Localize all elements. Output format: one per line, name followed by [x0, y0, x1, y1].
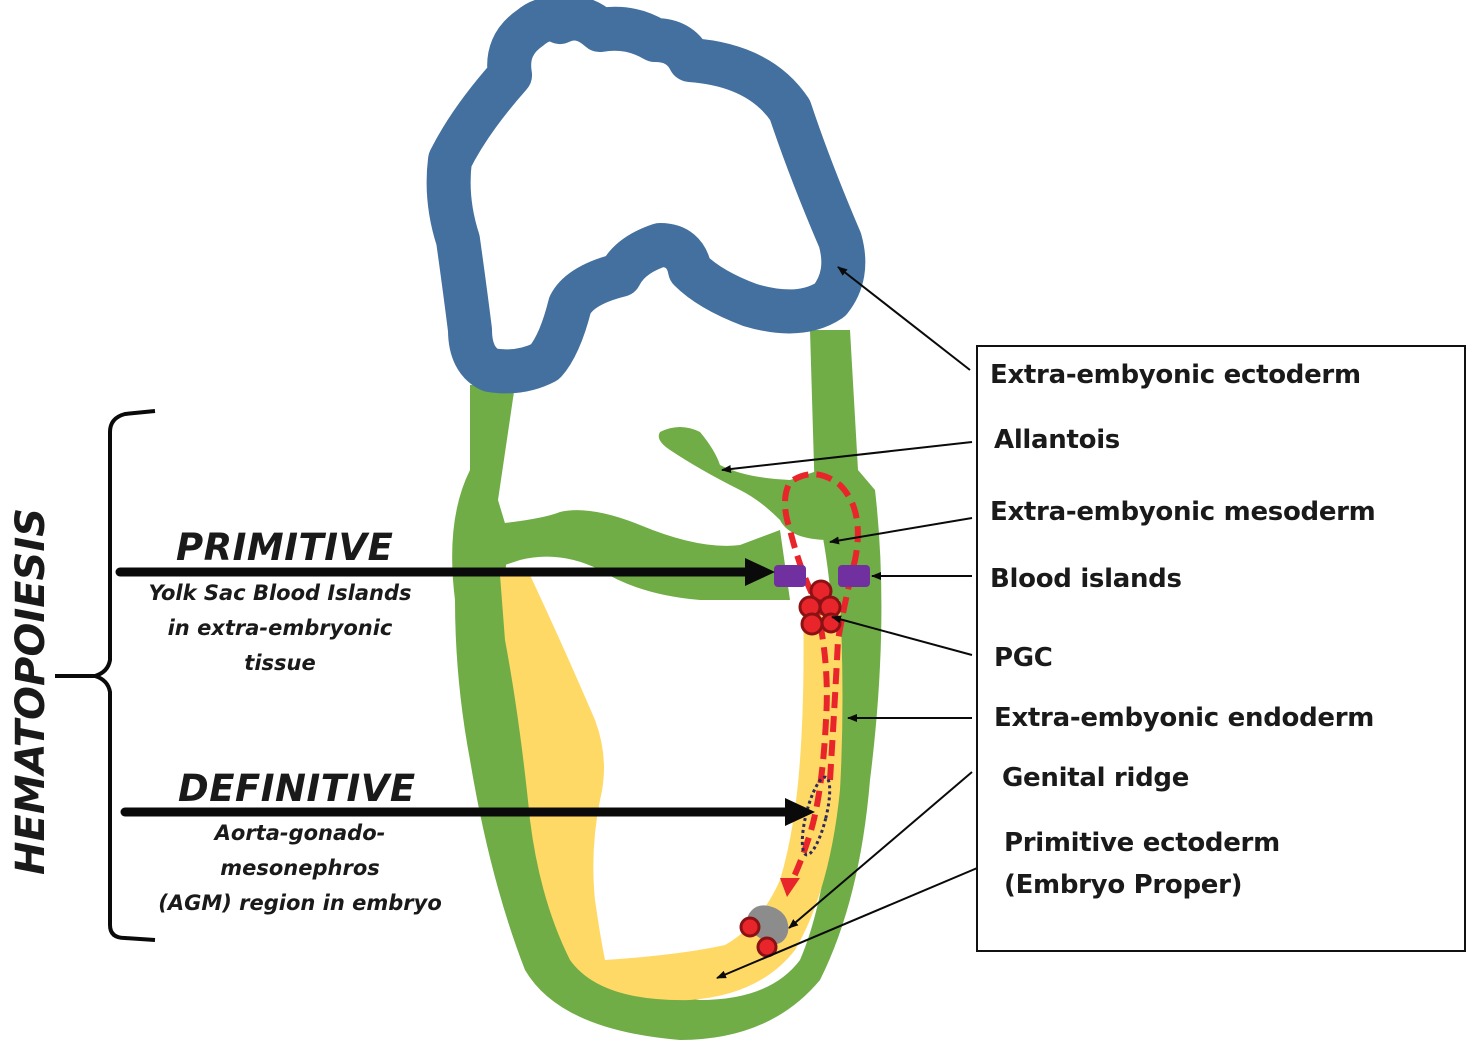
legend-label-allantois: Allantois [994, 425, 1120, 455]
arrow-pgc [831, 615, 973, 656]
migration-arrowhead [780, 878, 800, 897]
primitive-arrowhead [745, 558, 775, 586]
hematopoiesis-title: HEMATOPOIESIS [8, 507, 54, 875]
primitive-ectoderm-region [500, 575, 843, 1001]
description-line: (AGM) region in embryo [158, 891, 442, 915]
arrow-allantois [721, 441, 973, 473]
arrow-genital-ridge [788, 771, 973, 929]
description-line: tissue [244, 651, 316, 675]
yolk-sac-floor [485, 510, 790, 600]
legend-box [976, 345, 1466, 952]
definitive-heading: DEFINITIVE [178, 767, 416, 810]
label-arrows [716, 266, 983, 979]
pgc-cell [800, 612, 824, 636]
definitive-arrowhead [785, 798, 815, 826]
description-line: in extra-embryonic [167, 616, 393, 640]
description-line: Yolk Sac Blood Islands [148, 581, 412, 605]
description-line: Aorta-gonado- [214, 821, 386, 845]
arrow-mesoderm [829, 517, 973, 545]
legend-label-genital-ridge: Genital ridge [1002, 763, 1190, 793]
definitive-description: Aorta-gonado- mesonephros (AGM) region i… [140, 816, 460, 921]
extraembryonic-ectoderm [426, 0, 866, 394]
description-line: mesonephros [220, 856, 380, 880]
primitive-heading: PRIMITIVE [176, 526, 394, 569]
arrow-ectoderm [837, 266, 971, 371]
pgc-cell [739, 916, 761, 938]
legend-label-primitive-ectoderm: Primitive ectoderm [1004, 828, 1280, 858]
pgc-cell [820, 612, 842, 634]
hematopoiesis-bracket [55, 409, 156, 942]
arrow-primitive-ectoderm [716, 865, 983, 979]
legend-label-blood-islands: Blood islands [990, 564, 1182, 594]
blood-island-left [774, 565, 806, 587]
legend-label-ectoderm: Extra-embyonic ectoderm [990, 360, 1361, 390]
primitive-description: Yolk Sac Blood Islands in extra-embryoni… [130, 576, 430, 681]
legend-label-mesoderm: Extra-embyonic mesoderm [990, 497, 1376, 527]
legend-label-embryo-proper: (Embryo Proper) [1004, 870, 1243, 900]
legend-label-endoderm: Extra-embyonic endoderm [994, 703, 1375, 733]
genital-ridge [746, 905, 789, 945]
legend-label-pgc: PGC [994, 643, 1053, 673]
allantois [658, 427, 830, 540]
extraembryonic-endoderm-shell [452, 330, 882, 1040]
blood-island-right [838, 565, 870, 587]
